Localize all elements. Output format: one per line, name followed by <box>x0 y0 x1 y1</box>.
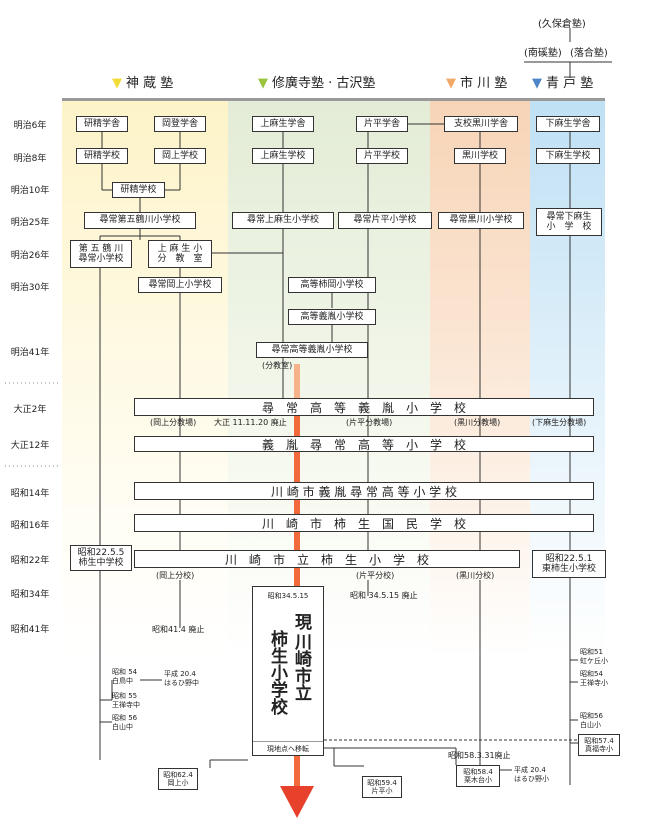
year-label: 明治8年 <box>13 154 47 164</box>
triangle-icon: ▼ <box>258 76 268 91</box>
school-box: 高等柿岡小学校 <box>288 277 376 293</box>
school-box: 高等義胤小学校 <box>288 309 376 325</box>
ochiai-juku-label: (落合塾) <box>570 48 608 59</box>
katahira-bunkyojo-label: (片平分教場) <box>346 418 393 427</box>
school-box: 尋常下麻生 小 学 校 <box>536 208 602 236</box>
school-box: 昭和58.4 栗木台小 <box>456 765 500 787</box>
header-ichikawa-text: 市 川 塾 <box>460 76 508 91</box>
current-school-title-a: 現 <box>295 613 312 633</box>
s34-haishi-label: 昭和 34.5.15 廃止 <box>350 591 418 600</box>
bunkyoshitsu-label: (分教室) <box>262 361 293 370</box>
year-label: 明治30年 <box>10 283 50 293</box>
okagami-bunkyojo-label: (岡上分教場) <box>150 418 197 427</box>
school-box: 岡上学校 <box>154 148 206 164</box>
triangle-icon: ▼ <box>446 76 456 91</box>
showa22-school-bar: 川 崎 市 立 柿 生 小 学 校 <box>134 550 520 568</box>
year-label: 明治6年 <box>13 121 47 131</box>
hakucho-chu: 昭和 54 白鳥中 <box>112 668 138 685</box>
year-label: 昭和34年 <box>10 590 50 600</box>
school-box: 昭和59.4 片平小 <box>362 776 402 798</box>
year-label: 大正12年 <box>10 441 50 451</box>
header-aoto-text: 青 戸 塾 <box>546 76 594 91</box>
school-box: 研精学舎 <box>76 116 128 132</box>
school-box: 尋常上麻生小学校 <box>232 212 334 229</box>
school-box: 昭和22.5.5 柿生中学校 <box>70 545 132 571</box>
school-box: 上麻生学舎 <box>252 116 314 132</box>
school-box: 尋常高等義胤小学校 <box>256 342 368 358</box>
current-school-title-c: 柿 生 小 学 校 <box>271 630 288 718</box>
s41-haishi-label: 昭和41.4 廃止 <box>152 625 205 634</box>
year-label: 昭和14年 <box>10 489 50 499</box>
taisho2-school-bar: 尋 常 高 等 義 胤 小 学 校 <box>134 398 594 416</box>
school-box: 片平学校 <box>356 148 408 164</box>
haruhino-sho: 平成 20.4 はるひ野小 <box>514 766 549 783</box>
school-box: 尋常第五鶴川小学校 <box>84 212 196 229</box>
school-box: 研精学校 <box>112 182 165 198</box>
school-box: 研精学校 <box>76 148 128 164</box>
year-label: 明治25年 <box>10 218 50 228</box>
okagami-bunko-label: (岡上分校) <box>156 571 195 580</box>
current-school-date: 昭和34.5.15 <box>267 592 309 600</box>
taisho-haishi-label: 大正 11.11.20 廃止 <box>214 418 287 427</box>
school-box: 上麻生学校 <box>252 148 314 164</box>
school-box: 上 麻 生 小 分 教 室 <box>148 240 212 268</box>
header-aoto: ▼ 青 戸 塾 <box>532 72 593 91</box>
header-shukoji-text: 修廣寺塾 · 古沢塾 <box>272 76 376 91</box>
school-box: 第 五 鶴 川 尋常小学校 <box>70 240 132 268</box>
showa16-school-bar: 川 崎 市 柿 生 国 民 学 校 <box>134 514 594 532</box>
s58-haishi-label: 昭和58.3.31廃止 <box>448 751 511 760</box>
nijigaoka-sho: 昭和51 虹ケ丘小 <box>580 648 608 665</box>
taisho12-school-bar: 義 胤 尋 常 高 等 小 学 校 <box>134 436 594 452</box>
outoji-sho: 昭和54 王禅寺小 <box>580 670 608 687</box>
year-label: 昭和22年 <box>10 556 50 566</box>
outoji-chu: 昭和 55 王禅寺中 <box>112 692 140 709</box>
kurokawa-bunko-label: (黒川分校) <box>456 571 495 580</box>
header-ichikawa: ▼ 市 川 塾 <box>446 72 507 91</box>
school-box: 尋常黒川小学校 <box>438 212 524 229</box>
current-school-move: 現地点へ移転 <box>253 741 323 754</box>
school-box: 昭和57.4 真福寺小 <box>578 734 620 756</box>
year-label: 明治26年 <box>10 251 50 261</box>
school-box: 黒川学校 <box>454 148 506 164</box>
year-label: 明治41年 <box>10 348 50 358</box>
school-box: 下麻生学校 <box>536 148 600 164</box>
year-label: 大正2年 <box>13 405 47 415</box>
header-kamikura: ▼ 神 蔵 塾 <box>112 72 173 91</box>
shimoasao-bunkyojo-label: (下麻生分教場) <box>532 418 587 427</box>
year-label: 昭和41年 <box>10 625 50 635</box>
header-kamikura-text: 神 蔵 塾 <box>126 76 174 91</box>
school-box: 尋常岡上小学校 <box>138 277 222 293</box>
kurokawa-bunkyojo-label: (黒川分教場) <box>454 418 501 427</box>
school-box: 岡登学舎 <box>154 116 206 132</box>
current-school-title-b: 川 崎 市 立 <box>295 633 312 704</box>
header-shukoji: ▼ 修廣寺塾 · 古沢塾 <box>258 72 375 91</box>
header-bar <box>62 98 605 101</box>
school-box: 支校黒川学舎 <box>444 116 518 132</box>
year-label: 明治10年 <box>10 186 50 196</box>
hakusan-sho: 昭和56 白山小 <box>580 712 603 729</box>
school-box: 下麻生学舎 <box>536 116 600 132</box>
nankei-juku-label: (南磎塾) <box>524 48 562 59</box>
triangle-icon: ▼ <box>532 76 542 91</box>
triangle-icon: ▼ <box>112 76 122 91</box>
year-label: 昭和16年 <box>10 521 50 531</box>
current-school-box: 昭和34.5.15 現 川 崎 市 立 柿 生 小 学 校 現地点へ移転 <box>252 586 324 756</box>
school-box: 昭和22.5.1 東柿生小学校 <box>532 550 606 578</box>
hakusan-chu: 昭和 56 白山中 <box>112 714 138 731</box>
showa14-school-bar: 川 崎 市 義 胤 尋 常 高 等 小 学 校 <box>134 482 594 500</box>
haruhino-chu: 平成 20.4 はるひ野中 <box>164 670 199 687</box>
katahira-bunko-label: (片平分校) <box>356 571 395 580</box>
school-box: 尋常片平小学校 <box>338 212 432 229</box>
school-box: 片平学舎 <box>356 116 408 132</box>
school-box: 昭和62.4 岡上小 <box>158 768 198 790</box>
kubokura-juku-label: (久保倉塾) <box>538 19 586 30</box>
